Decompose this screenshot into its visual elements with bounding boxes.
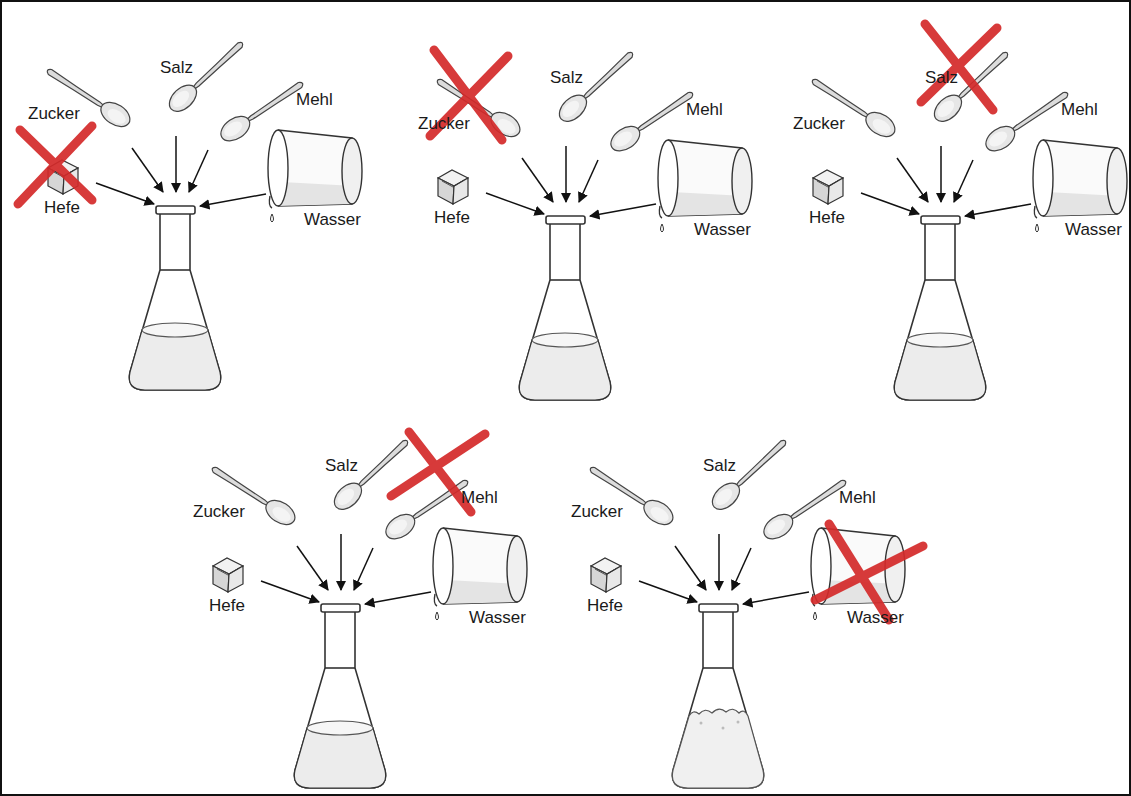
ingredient-label: Wasser	[847, 608, 904, 628]
ingredient-label: Zucker	[571, 502, 623, 522]
ingredient-label: Mehl	[1061, 100, 1098, 120]
ingredient-label: Wasser	[694, 220, 751, 240]
ingredient-label: Wasser	[1065, 220, 1122, 240]
ingredient-label: Salz	[550, 68, 583, 88]
red-cross	[921, 24, 997, 110]
panel	[807, 24, 1127, 400]
ingredient-label: Mehl	[686, 100, 723, 120]
panel	[207, 432, 527, 788]
ingredient-label: Hefe	[434, 208, 470, 228]
ingredient-label: Salz	[703, 456, 736, 476]
panel	[430, 46, 752, 400]
ingredient-label: Zucker	[193, 502, 245, 522]
ingredient-label: Hefe	[809, 208, 845, 228]
ingredient-label: Hefe	[209, 596, 245, 616]
ingredient-label: Wasser	[469, 608, 526, 628]
ingredient-label: Mehl	[296, 90, 333, 110]
ingredient-label: Hefe	[44, 198, 80, 218]
panel	[585, 434, 923, 788]
red-cross	[815, 524, 923, 620]
ingredient-label: Mehl	[839, 488, 876, 508]
ingredient-label: Salz	[925, 68, 958, 88]
ingredient-label: Wasser	[304, 210, 361, 230]
ingredient-label: Salz	[325, 456, 358, 476]
ingredient-label: Zucker	[418, 114, 470, 134]
ingredient-label: Salz	[160, 58, 193, 78]
ingredient-label: Zucker	[793, 114, 845, 134]
ingredient-label: Hefe	[587, 596, 623, 616]
red-cross	[18, 126, 92, 204]
panel	[18, 36, 362, 390]
ingredient-label: Zucker	[28, 104, 80, 124]
ingredient-label: Mehl	[461, 488, 498, 508]
